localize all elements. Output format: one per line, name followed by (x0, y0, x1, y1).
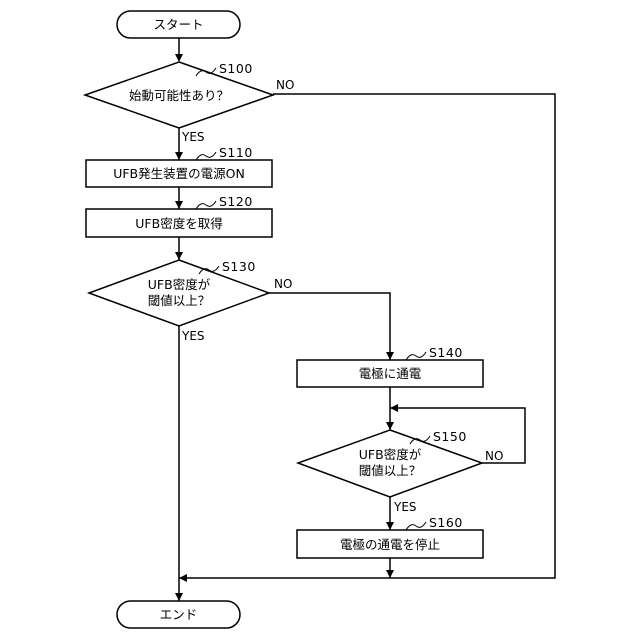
start-label: スタート (153, 17, 203, 32)
ref-s110: S110 (219, 145, 253, 160)
connector-s130-no (269, 293, 390, 360)
arrowhead (386, 570, 394, 578)
label-s150-yes: YES (393, 500, 417, 514)
ref-leader-s110 (196, 152, 216, 160)
ref-leader-s140 (406, 352, 426, 360)
label-s100-no: NO (276, 78, 294, 92)
label-s100-yes: YES (181, 130, 205, 144)
label-s130-yes: YES (181, 329, 205, 343)
label-s130-no: NO (274, 277, 292, 291)
decision-s130-label-line1: UFB密度が (148, 277, 211, 292)
decision-s150-label-line1: UFB密度が (359, 447, 422, 462)
arrowhead (175, 201, 183, 209)
process-s110-label: UFB発生装置の電源ON (113, 166, 245, 181)
ref-s150: S150 (433, 429, 467, 444)
label-s150-no: NO (485, 449, 503, 463)
ref-s140: S140 (429, 345, 463, 360)
arrowhead (386, 422, 394, 430)
process-s160-label: 電極の通電を停止 (340, 537, 440, 552)
ref-s120: S120 (219, 194, 253, 209)
decision-s150-label-line2: 閾値以上？ (359, 463, 422, 478)
decision-s100-label: 始動可能性あり？ (129, 88, 229, 103)
arrowhead (175, 54, 183, 62)
arrowhead (386, 522, 394, 530)
ref-leader-s120 (196, 201, 216, 209)
arrowhead (175, 593, 183, 601)
arrowhead (175, 252, 183, 260)
ref-leader-s160 (406, 522, 426, 530)
ref-s130: S130 (222, 259, 256, 274)
ref-s100: S100 (219, 61, 253, 76)
decision-s130-label-line2: 閾値以上？ (148, 293, 211, 308)
arrowhead (386, 352, 394, 360)
arrowhead (175, 152, 183, 160)
end-label: エンド (160, 607, 198, 622)
ref-s160: S160 (429, 515, 463, 530)
arrowhead (179, 574, 187, 582)
arrowhead (390, 404, 398, 412)
process-s140-label: 電極に通電 (359, 366, 422, 381)
process-s120-label: UFB密度を取得 (135, 216, 222, 231)
